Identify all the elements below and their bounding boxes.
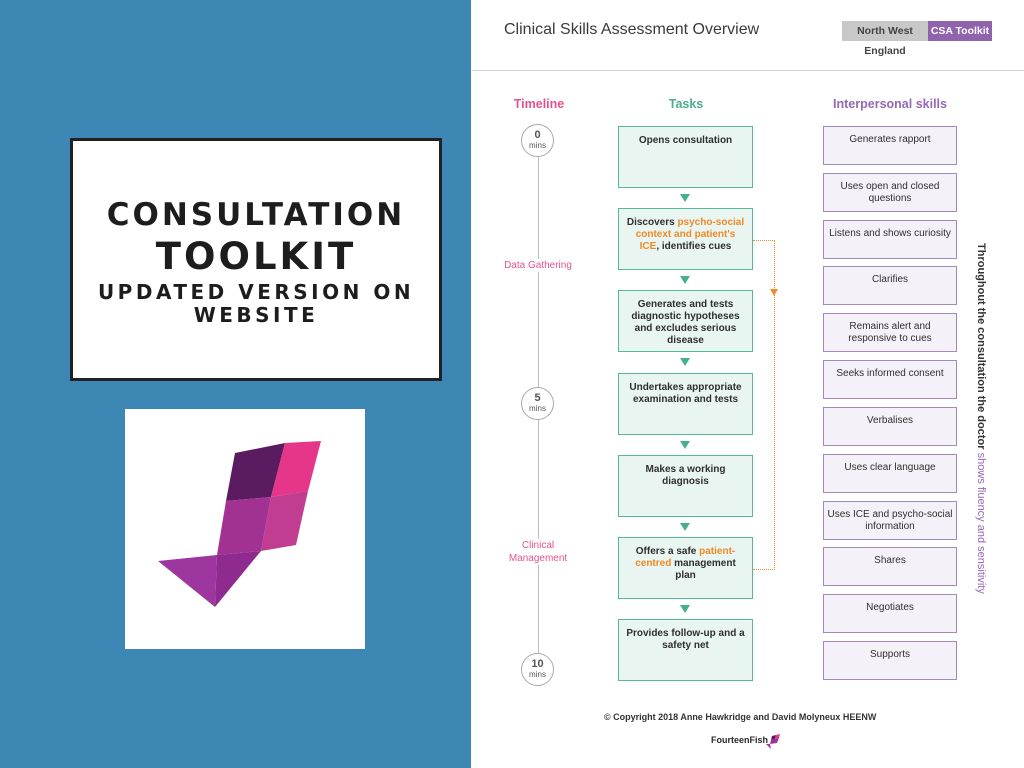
side-note: Throughout the consultation the doctor s… — [974, 243, 988, 594]
task-text: Offers a safe — [635, 546, 700, 557]
footer-logo-text: FourteenFish — [711, 735, 769, 745]
task-box: Offers a safe patient-centred management… — [618, 537, 753, 599]
down-arrow-icon — [680, 441, 690, 449]
task-text: Makes a working diagnosis — [645, 464, 726, 487]
time-marker-0: 0 mins — [521, 124, 554, 157]
time-marker-number: 10 — [531, 658, 544, 670]
column-heading-interpersonal: Interpersonal skills — [833, 97, 947, 111]
task-box: Makes a working diagnosis — [618, 455, 753, 517]
left-panel: CONSULTATION TOOLKIT UPDATED VERSION ON … — [0, 0, 471, 768]
skill-box: Remains alert and responsive to cues — [823, 313, 957, 352]
down-arrow-icon — [680, 523, 690, 531]
copyright-text: © Copyright 2018 Anne Hawkridge and Davi… — [604, 712, 877, 722]
task-box: Provides follow-up and a safety net — [618, 619, 753, 681]
skill-box: Supports — [823, 641, 957, 680]
time-marker-10: 10 mins — [521, 653, 554, 686]
time-marker-unit: mins — [529, 404, 546, 413]
task-text: Discovers — [626, 217, 678, 228]
dotted-arrow-icon — [770, 289, 778, 296]
dotted-connector-top — [753, 240, 775, 241]
time-marker-unit: mins — [529, 141, 546, 150]
task-text: Generates and tests diagnostic hypothese… — [631, 299, 740, 346]
time-marker-5: 5 mins — [521, 387, 554, 420]
dotted-connector-vertical — [774, 240, 775, 570]
task-text-highlight: patient-centred — [635, 546, 736, 569]
task-box: Undertakes appropriate examination and t… — [618, 373, 753, 435]
task-text: Undertakes appropriate examination and t… — [629, 382, 742, 405]
title-card: CONSULTATION TOOLKIT UPDATED VERSION ON … — [70, 138, 442, 381]
title-line-2: TOOLKIT — [155, 235, 357, 278]
skill-box: Uses ICE and psycho-social information — [823, 501, 957, 540]
skill-box: Uses clear language — [823, 454, 957, 493]
skill-box: Generates rapport — [823, 126, 957, 165]
time-marker-unit: mins — [529, 670, 546, 679]
down-arrow-icon — [680, 276, 690, 284]
dotted-connector-bottom — [753, 569, 775, 570]
skill-box: Listens and shows curiosity — [823, 220, 957, 259]
task-text-highlight: psycho-social context and patient's ICE — [635, 217, 745, 252]
time-marker-number: 5 — [534, 392, 541, 404]
task-box: Discovers psycho-social context and pati… — [618, 208, 753, 270]
down-arrow-icon — [680, 605, 690, 613]
down-arrow-icon — [680, 358, 690, 366]
header-divider — [472, 70, 1024, 71]
task-text: Provides follow-up and a safety net — [626, 628, 745, 651]
task-text: , identifies cues — [656, 241, 732, 252]
column-heading-timeline: Timeline — [513, 97, 565, 111]
side-note-part-1: Throughout the consultation the doctor — [975, 243, 987, 453]
skill-box: Negotiates — [823, 594, 957, 633]
skill-box: Shares — [823, 547, 957, 586]
task-text: management plan — [671, 558, 736, 581]
down-arrow-icon — [680, 194, 690, 202]
task-text: Opens consultation — [638, 135, 733, 146]
region-badge: North West England — [842, 21, 928, 57]
skill-box: Seeks informed consent — [823, 360, 957, 399]
title-line-1: CONSULTATION — [106, 197, 406, 233]
title-line-3: UPDATED VERSION ON WEBSITE — [97, 280, 415, 327]
phase-label-clinical-management: Clinical Management — [500, 539, 576, 565]
skill-box: Clarifies — [823, 266, 957, 305]
task-box: Opens consultation — [618, 126, 753, 188]
skill-box: Uses open and closed questions — [823, 173, 957, 212]
phase-label-data-gathering: Data Gathering — [500, 259, 576, 272]
logo-card — [125, 409, 365, 649]
skill-box: Verbalises — [823, 407, 957, 446]
time-marker-number: 0 — [534, 129, 541, 141]
fourteenfish-logo-icon — [158, 441, 321, 607]
toolkit-badge: CSA Toolkit — [928, 21, 992, 41]
task-box: Generates and tests diagnostic hypothese… — [618, 290, 753, 352]
document-title: Clinical Skills Assessment Overview — [504, 21, 760, 38]
side-note-part-2: shows fluency and sensitivity — [975, 452, 987, 594]
column-heading-tasks: Tasks — [668, 97, 704, 111]
fourteenfish-small-logo-icon — [766, 734, 780, 749]
